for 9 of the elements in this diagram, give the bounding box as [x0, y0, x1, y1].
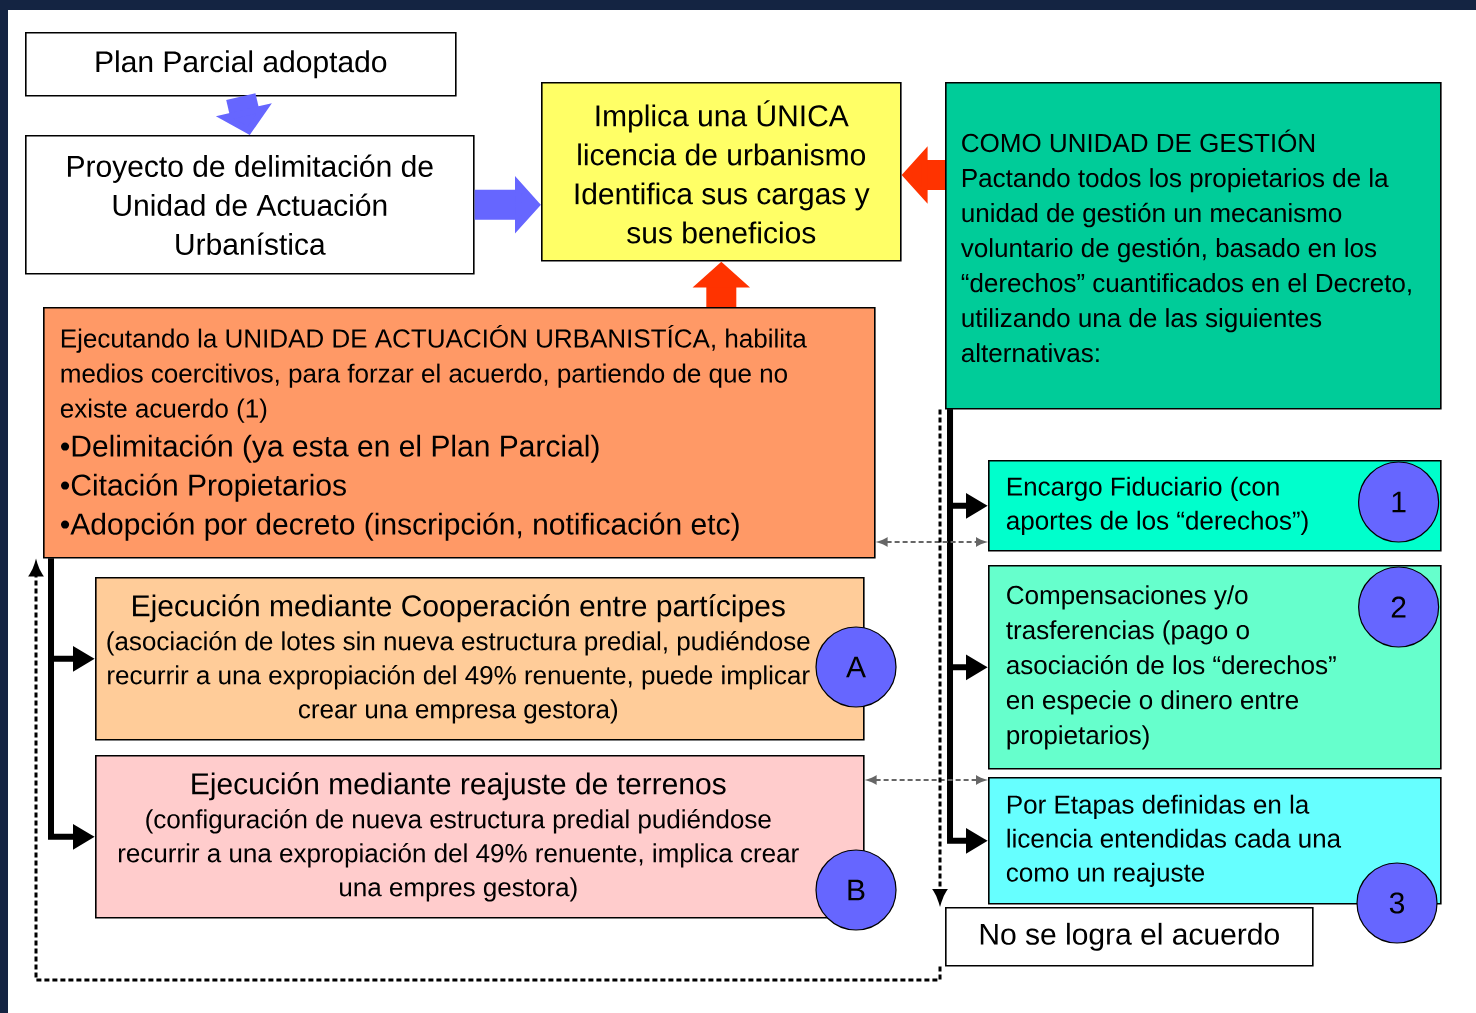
text-box: Proyecto de delimitación de Unidad de Actuación Urbanística: [25, 135, 475, 275]
text-box: COMO UNIDAD DE GESTIÓN Pactando todos los propietarios de la unidad de gestión un mecanismo voluntario de gestión, basado en los “derechos” cuantificados en el Decreto, utilizando una de las siguientes alternativas:: [945, 82, 1442, 410]
text-box: Plan Parcial adoptado: [25, 32, 457, 97]
dashed-arrow: [878, 537, 986, 547]
text-box: No se logra el acuerdo: [945, 907, 1314, 967]
dashed-arrow: [867, 775, 986, 785]
text-box: Ejecutando la UNIDAD DE ACTUACIÓN URBANISTÍCA, habilita medios coercitivos, para forzar el acuerdo, partiendo de que no existe acuerdo (1) •Delimitación (ya esta en el Plan Parcial) •Citación Propietarios •Adopción por decreto (inscripción, notificación etc): [43, 307, 876, 559]
dashed-arrow: [933, 409, 947, 904]
text-box: Implica una ÚNICA licencia de urbanismo Identifica sus cargas y sus beneficios: [541, 82, 902, 262]
